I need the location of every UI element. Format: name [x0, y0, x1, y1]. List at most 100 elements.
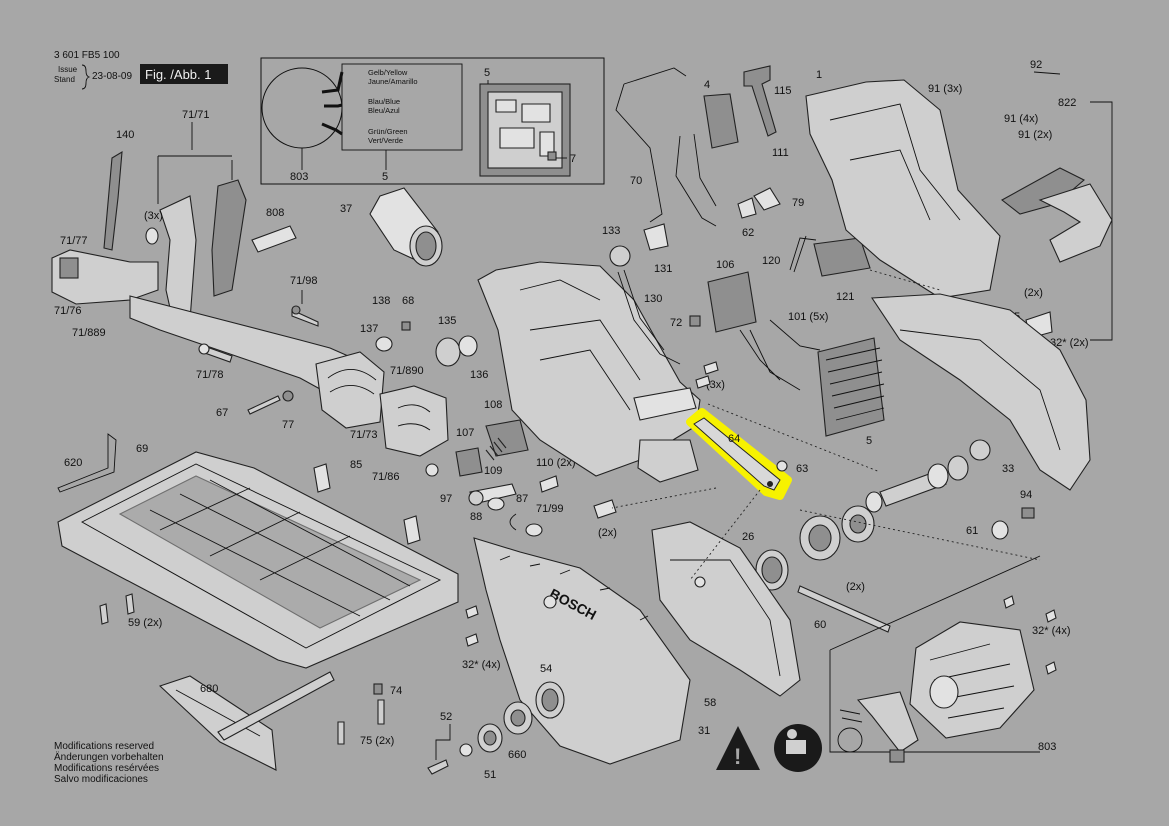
guide-assembly: 140 71/71 (3x) 71/77 71/76 71/889 808 71… — [51, 109, 385, 441]
label-3x-a: (3x) — [144, 210, 163, 222]
label-71-78: 71/78 — [196, 369, 224, 381]
motor-stator — [909, 621, 1035, 739]
label-92: 92 — [1030, 59, 1042, 71]
part-71-71-rail — [211, 179, 247, 297]
label-120: 120 — [762, 255, 780, 267]
handle-housing-1 — [805, 79, 1001, 299]
header: 3 601 FB5 100 Issue Stand 23-08-09 Fig. … — [54, 50, 228, 90]
label-52: 52 — [440, 711, 452, 723]
label-106: 106 — [716, 259, 734, 271]
label-91-3x: 91 (3x) — [928, 83, 962, 95]
label-26: 26 — [742, 531, 754, 543]
label-68: 68 — [402, 295, 414, 307]
label-115: 115 — [774, 85, 792, 97]
label-620: 620 — [64, 457, 82, 469]
part-71-890-cover — [379, 385, 449, 457]
base-plate-69: 620 69 85 59 (2x) 680 74 75 (2x) — [57, 433, 459, 771]
switch-and-wiring: 70 4 115 111 79 62 133 131 130 106 72 10… — [602, 65, 885, 447]
label-137: 137 — [360, 323, 378, 335]
label-94: 94 — [1020, 489, 1032, 501]
part-111-trigger — [743, 65, 777, 137]
lower-guard — [651, 521, 801, 697]
label-58: 58 — [704, 697, 716, 709]
label-32-4x-b: 32* (4x) — [1032, 625, 1071, 637]
legend-5: 5 — [382, 171, 388, 183]
label-70: 70 — [630, 175, 642, 187]
assembly-lines — [611, 269, 1041, 581]
label-61: 61 — [966, 525, 978, 537]
label-5-top: 5 — [484, 67, 490, 79]
label-660: 660 — [508, 749, 526, 761]
svg-text:!: ! — [734, 744, 741, 769]
label-138: 138 — [372, 295, 390, 307]
model-number: 3 601 FB5 100 — [54, 50, 120, 61]
label-85: 85 — [350, 459, 362, 471]
label-71-99: 71/99 — [536, 503, 564, 515]
part-107-brush — [455, 447, 483, 477]
label-108: 108 — [484, 399, 502, 411]
label-4: 4 — [704, 79, 710, 91]
label-88: 88 — [470, 511, 482, 523]
label-67: 67 — [216, 407, 228, 419]
stand-label: Stand — [54, 75, 75, 84]
label-130: 130 — [644, 293, 662, 305]
label-97: 97 — [440, 493, 452, 505]
label-71-889: 71/889 — [72, 327, 106, 339]
upper-blade-guard: 33 94 61 — [865, 293, 1091, 540]
footer-line-1: Modifications reserved — [54, 741, 154, 752]
label-71-86: 71/86 — [372, 471, 400, 483]
label-59-2x: 59 (2x) — [128, 617, 162, 629]
label-133: 133 — [602, 225, 620, 237]
label-1: 1 — [816, 69, 822, 81]
label-140: 140 — [116, 129, 134, 141]
label-136: 136 — [470, 369, 488, 381]
label-74: 74 — [390, 685, 402, 697]
footer-line-3: Modifications resérvées — [54, 763, 159, 774]
wire-green-label-2: Vert/Verde — [368, 136, 403, 145]
footer-notes: Modifications reserved Änderungen vorbeh… — [54, 741, 164, 785]
label-32-4x-a: 32* (4x) — [462, 659, 501, 671]
label-54: 54 — [540, 663, 552, 675]
label-32-2x: 32* (2x) — [1050, 337, 1089, 349]
wire-blue-label: Blau/Blue — [368, 97, 400, 106]
label-110-2x: 110 (2x) — [536, 457, 576, 469]
highlighted-part-64[interactable]: 64 63 — [686, 408, 808, 500]
label-7: 7 — [570, 153, 576, 165]
cover-assembly: 71/890 71/86 37 138 68 137 135 136 — [340, 187, 488, 483]
figure-label: Fig. /Abb. 1 — [145, 67, 211, 82]
part-106-module — [707, 271, 757, 333]
upper-guard-33 — [871, 293, 1091, 491]
wire-70 — [623, 67, 687, 85]
label-2x-a: (2x) — [598, 527, 617, 539]
legend-803: 803 — [290, 171, 308, 183]
electronics-module-5 — [479, 80, 571, 177]
part-121-board — [813, 237, 871, 277]
label-60: 60 — [814, 619, 826, 631]
label-37: 37 — [340, 203, 352, 215]
wire-yellow-label: Gelb/Yellow — [368, 68, 408, 77]
label-71-71: 71/71 — [182, 109, 210, 121]
motor-housing: (3x) — [477, 261, 725, 483]
label-91-2x: 91 (2x) — [1018, 129, 1052, 141]
part-140-strip — [103, 150, 123, 251]
part-64-lever[interactable] — [693, 417, 781, 491]
label-3x-b: (3x) — [706, 379, 725, 391]
footer-line-2: Änderungen vorbehalten — [54, 751, 164, 763]
label-131: 131 — [654, 263, 672, 275]
label-135: 135 — [438, 315, 456, 327]
label-101-5x: 101 (5x) — [788, 311, 828, 323]
lower-guard-58: 58 — [651, 521, 801, 709]
label-71-77: 71/77 — [60, 235, 88, 247]
label-107: 107 — [456, 427, 474, 439]
center-small-parts: 108 107 109 97 88 87 71/99 110 (2x) (2x) — [440, 399, 617, 539]
warning-triangle-icon — [716, 726, 760, 770]
label-62: 62 — [742, 227, 754, 239]
label-71-98: 71/98 — [290, 275, 318, 287]
label-5-mid: 5 — [866, 435, 872, 447]
part-108-brush-holder — [485, 419, 529, 457]
label-51: 51 — [484, 769, 496, 781]
part-5-capacitor — [817, 337, 885, 437]
label-2x-b: (2x) — [1024, 287, 1043, 299]
label-77: 77 — [282, 419, 294, 431]
